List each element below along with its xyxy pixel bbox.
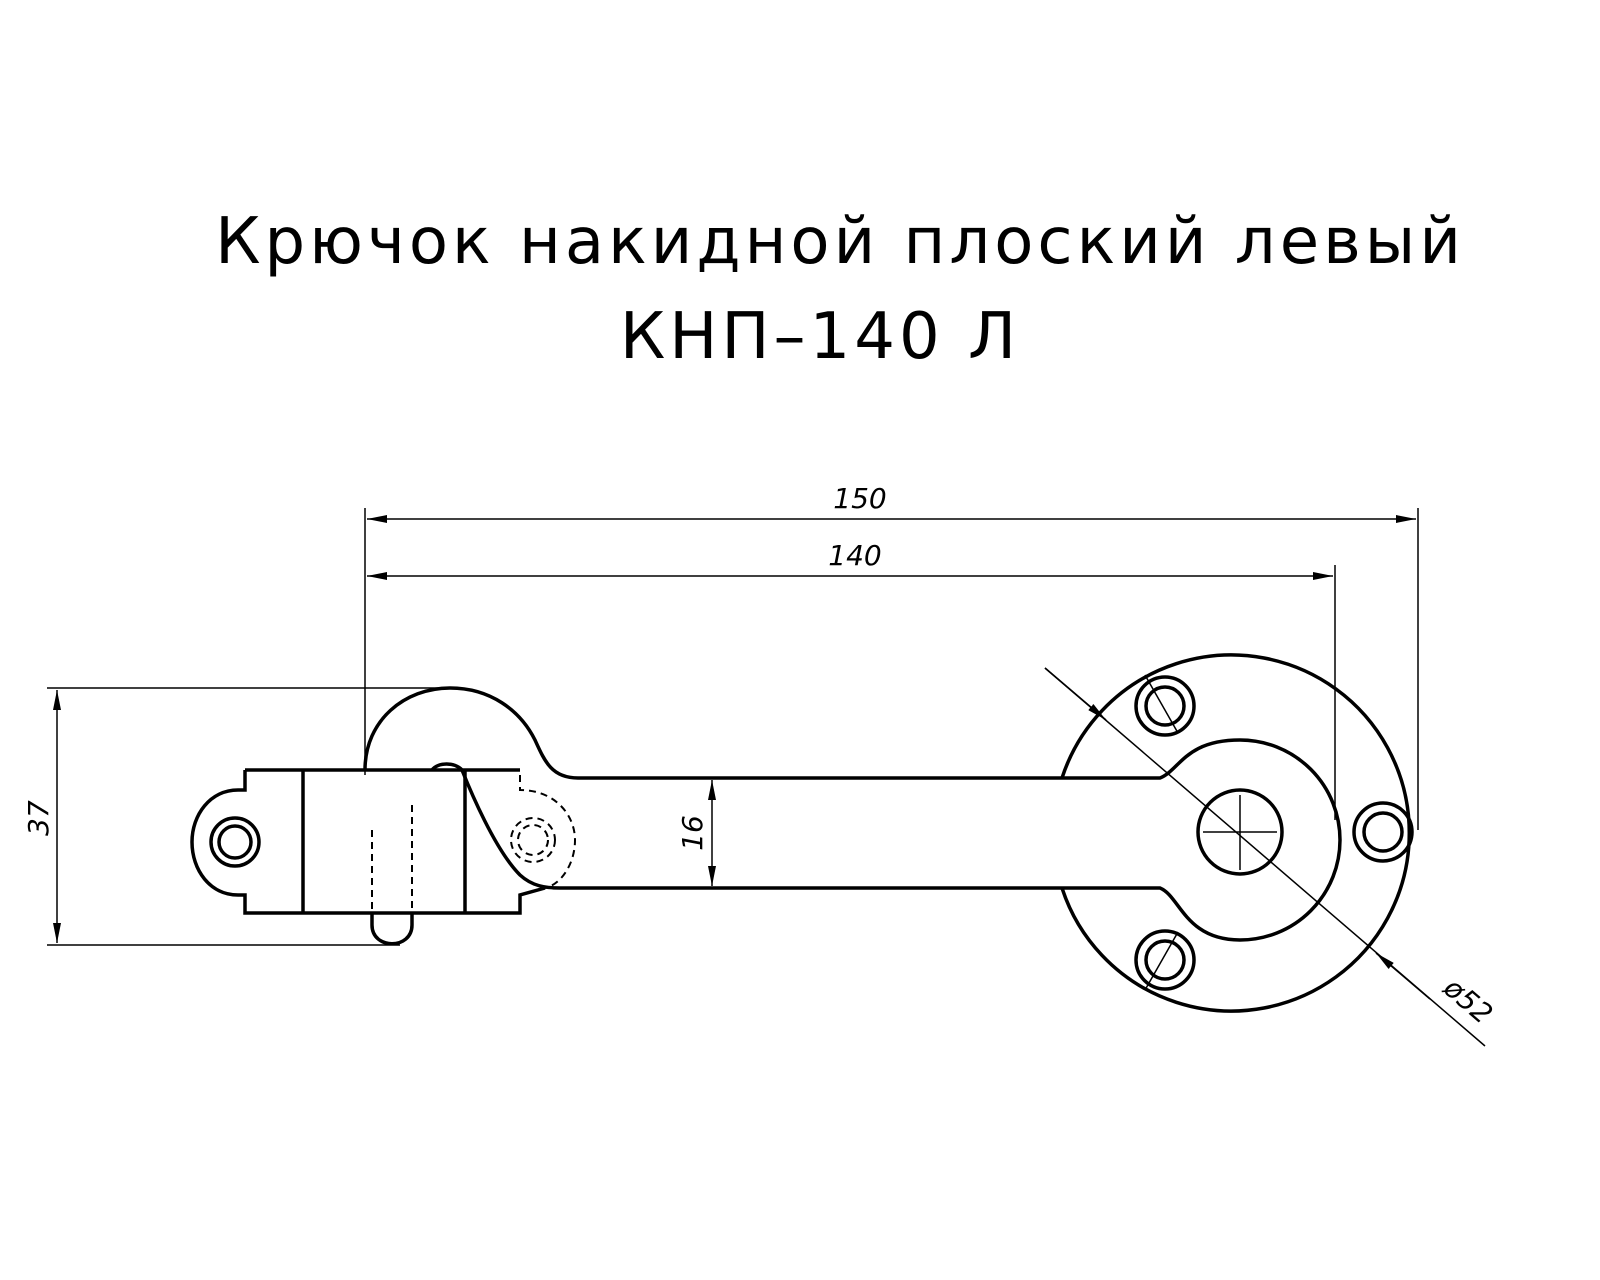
dimension-16: 16 xyxy=(676,780,716,886)
dimension-140: 140 xyxy=(367,539,1336,820)
dimension-16-label: 16 xyxy=(676,815,709,851)
dimension-37: 37 xyxy=(22,687,450,946)
flange xyxy=(1060,653,1414,1013)
hook-part xyxy=(190,686,1062,946)
center-hole xyxy=(1196,788,1284,876)
bolt-hole-top xyxy=(1134,674,1196,737)
dimension-150: 150 xyxy=(364,482,1419,830)
dimension-37-label: 37 xyxy=(22,800,55,836)
drawing-title: Крючок накидной плоский левый xyxy=(215,205,1465,279)
bolt-hole-right xyxy=(1352,801,1414,863)
drawing-model-code: КНП–140 Л xyxy=(619,300,1021,374)
bolt-hole-bottom xyxy=(1134,929,1196,991)
dimension-140-label: 140 xyxy=(828,539,881,572)
dimension-diameter-52-label: ø52 xyxy=(1437,970,1499,1030)
dimension-150-label: 150 xyxy=(833,482,886,515)
lug-hole xyxy=(209,816,261,868)
